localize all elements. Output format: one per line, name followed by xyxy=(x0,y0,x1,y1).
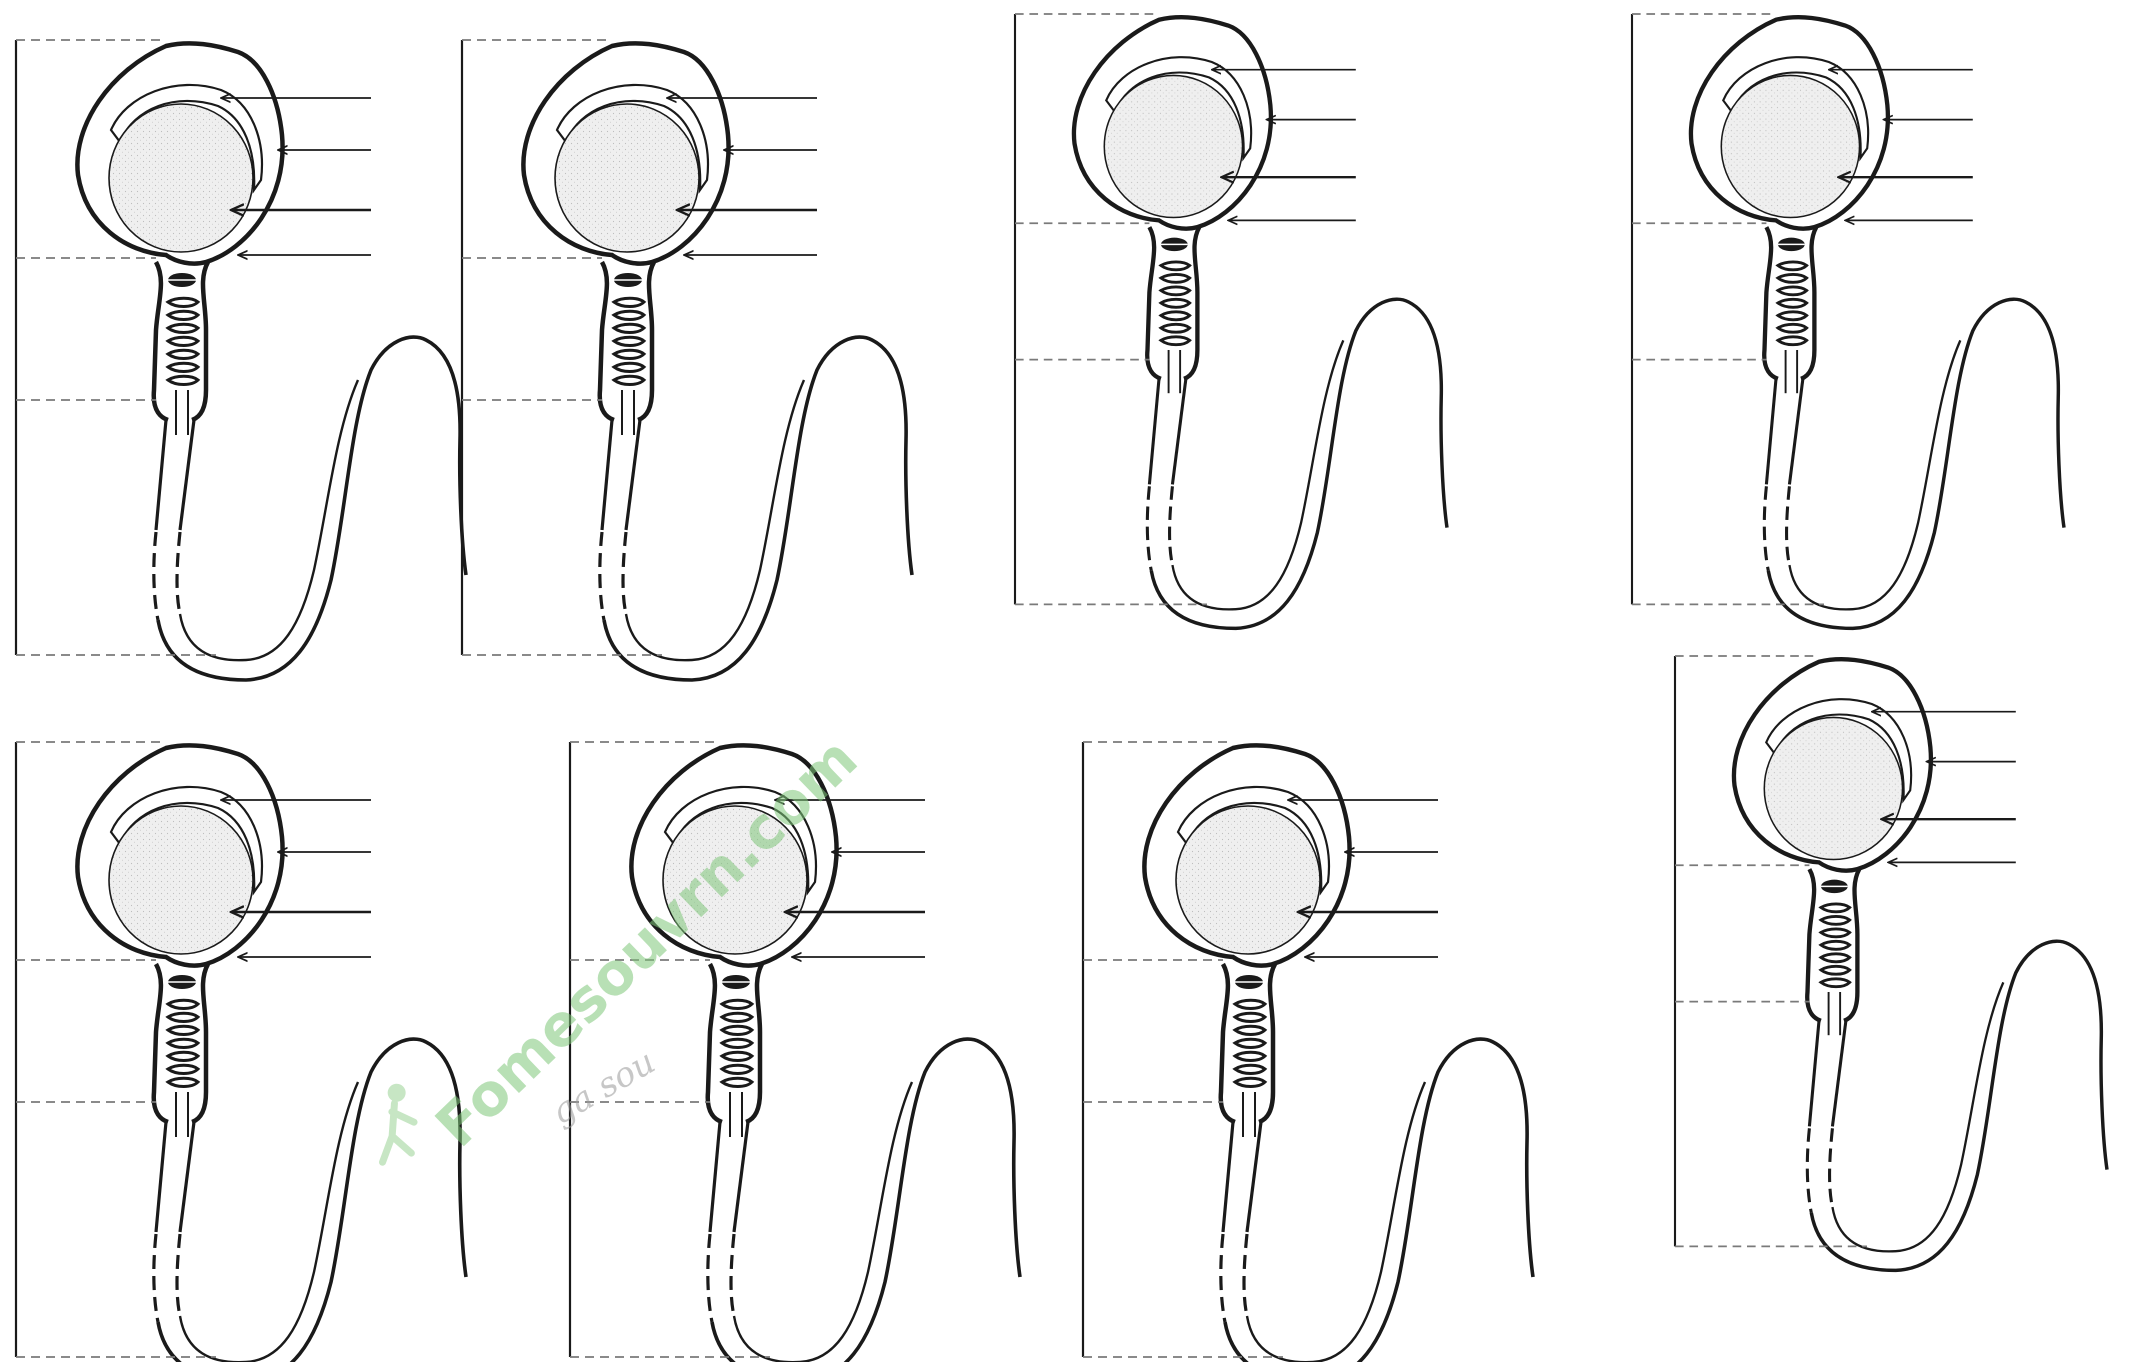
mitochondria-coil xyxy=(168,363,198,371)
sperm-figure-5 xyxy=(16,742,466,1362)
tail-dashed-section xyxy=(1807,1128,1811,1212)
watermark-text: Fomesouvrn.com xyxy=(422,724,870,1160)
mitochondria-coil xyxy=(168,1000,198,1008)
tail-principal-piece-right xyxy=(1247,1122,1261,1232)
mitochondria-coil xyxy=(722,1000,752,1008)
tail-dashed-section xyxy=(154,532,158,620)
mitochondria-coil xyxy=(168,350,198,358)
mitochondria-coil xyxy=(168,376,198,384)
mitochondria-coil xyxy=(1821,904,1850,912)
watermark-figure-icon xyxy=(369,1082,419,1162)
tail-principal-piece-left xyxy=(1809,1021,1819,1127)
mitochondria-coil xyxy=(168,1026,198,1034)
mitochondria-coil xyxy=(1778,274,1807,282)
tail-principal-piece-right xyxy=(1172,379,1185,485)
mitochondria-coil xyxy=(1235,1000,1265,1008)
tail-dashed-section xyxy=(154,1234,158,1322)
tail-principal-piece-right xyxy=(734,1122,748,1232)
mitochondria-coil xyxy=(722,1052,752,1060)
mitochondria-coil xyxy=(168,311,198,319)
tail-dashed-section xyxy=(708,1234,712,1322)
tail-dashed-section xyxy=(600,532,604,620)
mitochondria-coil xyxy=(722,1013,752,1021)
tail-principal-piece-right xyxy=(1832,1021,1845,1127)
mitochondria-coil xyxy=(1821,966,1850,974)
mitochondria-coil xyxy=(1161,274,1190,282)
sperm-figure-4 xyxy=(1632,14,2064,628)
mitochondria-coil xyxy=(1821,929,1850,937)
mitochondria-coil xyxy=(1778,337,1807,345)
tail-principal-piece-left xyxy=(710,1122,720,1232)
mitochondria-coil xyxy=(1235,1065,1265,1073)
nucleus xyxy=(1176,806,1320,954)
mitochondria-coil xyxy=(1161,324,1190,332)
mitochondria-coil xyxy=(1778,262,1807,270)
tail-principal-piece-right xyxy=(180,420,194,530)
mitochondria-coil xyxy=(614,311,644,319)
mitochondria-coil xyxy=(722,1039,752,1047)
mitochondria-coil xyxy=(614,350,644,358)
mitochondria-coil xyxy=(1778,312,1807,320)
nucleus xyxy=(555,104,699,252)
mitochondria-coil xyxy=(168,1039,198,1047)
nucleus xyxy=(109,104,253,252)
mitochondria-coil xyxy=(168,1052,198,1060)
tail-dashed-section xyxy=(1764,486,1768,570)
mitochondria-coil xyxy=(1821,979,1850,987)
mitochondria-coil xyxy=(1235,1039,1265,1047)
tail-principal-piece-left xyxy=(602,420,612,530)
mitochondria-coil xyxy=(1778,287,1807,295)
mitochondria-coil xyxy=(1778,299,1807,307)
tail-dashed-section xyxy=(1221,1234,1225,1322)
nucleus xyxy=(1104,75,1242,217)
mitochondria-coil xyxy=(168,1013,198,1021)
tail-principal-piece-left xyxy=(156,420,166,530)
mitochondria-coil xyxy=(614,337,644,345)
mitochondria-coil xyxy=(1235,1078,1265,1086)
tail-principal-piece-right xyxy=(1789,379,1802,485)
mitochondria-coil xyxy=(1161,312,1190,320)
mitochondria-coil xyxy=(168,1065,198,1073)
mitochondria-coil xyxy=(1161,287,1190,295)
mitochondria-coil xyxy=(168,337,198,345)
sperm-figure-8 xyxy=(1675,656,2107,1270)
tail-principal-piece-right xyxy=(180,1122,194,1232)
mitochondria-coil xyxy=(614,298,644,306)
mitochondria-coil xyxy=(168,1078,198,1086)
mitochondria-coil xyxy=(1161,262,1190,270)
mitochondria-coil xyxy=(722,1065,752,1073)
mitochondria-coil xyxy=(614,363,644,371)
sperm-figure-7 xyxy=(1083,742,1533,1362)
mitochondria-coil xyxy=(1778,324,1807,332)
tail-principal-piece-left xyxy=(1766,379,1776,485)
mitochondria-coil xyxy=(614,324,644,332)
mitochondria-coil xyxy=(1235,1013,1265,1021)
mitochondria-coil xyxy=(1161,299,1190,307)
tail-principal-piece-left xyxy=(1149,379,1159,485)
mitochondria-coil xyxy=(168,324,198,332)
mitochondria-coil xyxy=(1821,941,1850,949)
mitochondria-coil xyxy=(1821,916,1850,924)
figures-layer xyxy=(16,14,2107,1362)
sperm-figure-1 xyxy=(16,40,466,680)
sperm-figure-2 xyxy=(462,40,912,680)
mitochondria-coil xyxy=(168,298,198,306)
tail-principal-piece-right xyxy=(626,420,640,530)
nucleus xyxy=(1764,717,1902,859)
tail-dashed-section xyxy=(1147,486,1151,570)
mitochondria-coil xyxy=(1235,1026,1265,1034)
mitochondria-coil xyxy=(1235,1052,1265,1060)
mitochondria-coil xyxy=(722,1026,752,1034)
mitochondria-coil xyxy=(1161,337,1190,345)
nucleus xyxy=(1721,75,1859,217)
sperm-figure-3 xyxy=(1015,14,1447,628)
mitochondria-coil xyxy=(722,1078,752,1086)
mitochondria-coil xyxy=(1821,954,1850,962)
tail-principal-piece-left xyxy=(1223,1122,1233,1232)
tail-principal-piece-left xyxy=(156,1122,166,1232)
mitochondria-coil xyxy=(614,376,644,384)
nucleus xyxy=(109,806,253,954)
